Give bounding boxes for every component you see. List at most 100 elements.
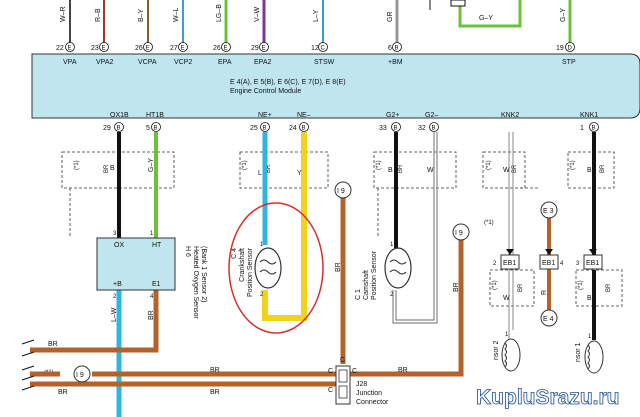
svg-text:3: 3 <box>576 261 580 267</box>
svg-text:B: B <box>302 126 306 132</box>
junction-connector-j28: C C C C J28 Junction Connector <box>328 357 389 406</box>
svg-text:33: 33 <box>379 125 387 132</box>
svg-text:STSW: STSW <box>314 59 335 66</box>
svg-text:E: E <box>102 46 106 52</box>
svg-text:C 1: C 1 <box>355 289 362 300</box>
svg-text:E: E <box>146 46 150 52</box>
wire-label: W–L <box>173 8 180 23</box>
svg-text:BR: BR <box>104 164 110 173</box>
camshaft-sensor-c1: 1 2 C 1 Camshaft Position Sensor <box>355 242 412 300</box>
svg-text:19: 19 <box>556 45 564 52</box>
svg-text:BR: BR <box>398 164 404 173</box>
svg-text:4: 4 <box>150 294 154 300</box>
svg-text:2: 2 <box>390 292 394 298</box>
svg-text:(*1): (*1) <box>578 280 584 290</box>
svg-text:VCP2: VCP2 <box>174 59 192 66</box>
svg-text:1: 1 <box>260 242 264 248</box>
break-marks <box>21 339 35 391</box>
svg-text:EPA: EPA <box>218 59 232 66</box>
svg-text:C: C <box>340 357 345 364</box>
svg-text:BR: BR <box>512 164 518 173</box>
connector-i9: I 9 <box>334 181 352 199</box>
svg-text:Heated Oxygen Sensor: Heated Oxygen Sensor <box>192 246 199 319</box>
svg-text:C 4: C 4 <box>231 248 238 259</box>
svg-text:B: B <box>154 126 158 132</box>
svg-text:25: 25 <box>250 125 258 132</box>
svg-text:BR: BR <box>453 282 460 292</box>
svg-text:OX1B: OX1B <box>110 112 129 119</box>
svg-text:B: B <box>592 126 596 132</box>
svg-text:I 9: I 9 <box>337 188 345 195</box>
svg-text:Crankshaft: Crankshaft <box>239 248 246 282</box>
svg-text:B: B <box>395 46 399 52</box>
svg-text:B: B <box>432 126 436 132</box>
svg-text:BR: BR <box>398 367 408 374</box>
svg-text:Position Sensor: Position Sensor <box>371 250 378 300</box>
connector-i9: I 9 <box>73 365 91 383</box>
svg-text:H 6: H 6 <box>184 246 191 257</box>
svg-text:B: B <box>587 167 592 174</box>
knock-sensor-1: 1 nsor 1 <box>575 334 604 374</box>
svg-text:BR: BR <box>266 164 272 173</box>
svg-text:KupluSrazu.ru: KupluSrazu.ru <box>476 386 620 409</box>
wire-label: LG–B <box>216 4 223 22</box>
crankshaft-sensor-c4: 1 2 C 4 Crankshaft Position Sensor <box>231 242 282 298</box>
svg-text:E: E <box>262 46 266 52</box>
svg-text:L: L <box>258 170 262 177</box>
svg-text:2: 2 <box>113 294 117 300</box>
svg-text:EPA2: EPA2 <box>254 59 271 66</box>
svg-text:D: D <box>568 46 573 52</box>
svg-text:nsor 1: nsor 1 <box>575 342 582 362</box>
svg-text:BR: BR <box>210 389 220 396</box>
svg-text:1: 1 <box>588 334 592 340</box>
svg-text:I 9: I 9 <box>455 230 463 237</box>
knock-sensor-2: 1 nsor 2 <box>493 332 521 372</box>
svg-text:C: C <box>321 46 326 52</box>
svg-text:NE+: NE+ <box>258 112 272 119</box>
wire-label: G–Y <box>560 8 567 22</box>
connector-e4: E 4 <box>540 309 558 327</box>
svg-text:BR: BR <box>210 367 220 374</box>
svg-text:Connector: Connector <box>356 399 389 406</box>
oxygen-sensor-h6: OX HT +B E1 3 1 2 4 H 6 Heated Oxygen Se… <box>96 231 207 319</box>
watermark: KupluSrazu.ru <box>472 383 636 411</box>
svg-text:OX: OX <box>114 242 124 249</box>
svg-text:VPA2: VPA2 <box>96 59 113 66</box>
svg-text:BR: BR <box>335 262 342 272</box>
svg-text:Camshaft: Camshaft <box>363 270 370 300</box>
svg-text:2: 2 <box>493 261 497 267</box>
connector-eb1: EB1 2 <box>493 254 520 270</box>
svg-text:3: 3 <box>113 231 117 237</box>
svg-text:27: 27 <box>170 45 178 52</box>
wire-label: GR <box>387 12 394 23</box>
svg-text:(Bank 1 Sensor 2): (Bank 1 Sensor 2) <box>200 246 207 302</box>
svg-text:1: 1 <box>390 242 394 248</box>
svg-text:Position Sensor: Position Sensor <box>247 247 254 297</box>
svg-text:VCPA: VCPA <box>138 59 157 66</box>
svg-text:E 4: E 4 <box>543 316 554 323</box>
svg-text:BR: BR <box>48 341 58 348</box>
svg-text:BR: BR <box>606 283 612 292</box>
svg-text:2: 2 <box>260 292 264 298</box>
svg-text:BR: BR <box>600 164 606 173</box>
connector-eb1: EB1 4 <box>539 254 564 270</box>
svg-text:22: 22 <box>56 45 64 52</box>
wire-label: R–B <box>95 8 102 22</box>
svg-text:C: C <box>328 387 333 394</box>
svg-text:E: E <box>224 46 228 52</box>
wire-color-labels: B G–Y L Y B W W B L–W BR BR BR R W B BR … <box>48 158 592 396</box>
wire-label: V–W <box>254 6 261 22</box>
ecm-module <box>31 53 640 119</box>
